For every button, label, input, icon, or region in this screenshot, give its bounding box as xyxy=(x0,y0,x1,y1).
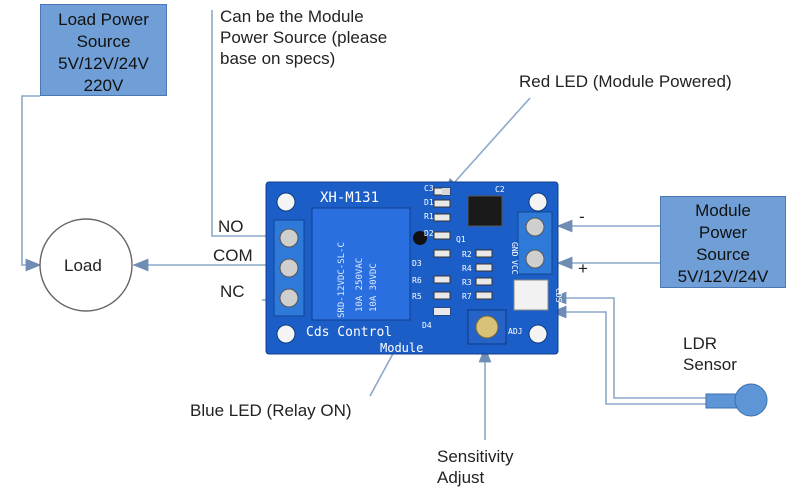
load-circle xyxy=(39,218,133,312)
module-power-note-line1: Can be the Module xyxy=(220,7,364,26)
svg-text:R6: R6 xyxy=(412,276,422,285)
module-power-note-line2: Power Source (please xyxy=(220,28,388,47)
board-caption: Cds Control xyxy=(306,325,392,340)
load-label: Load xyxy=(64,256,102,275)
relay-text-1: SRD-12VDC-SL-C xyxy=(337,242,347,318)
svg-text:R1: R1 xyxy=(424,212,434,221)
module-power-note-line3: base on specs) xyxy=(220,49,336,68)
wire-ldr-b xyxy=(550,305,706,405)
board-model: XH-M131 xyxy=(320,190,379,206)
svg-text:Q1: Q1 xyxy=(456,235,466,244)
load-power-source-line1: Load Power xyxy=(58,10,149,29)
ldr-sensor-line1: LDR xyxy=(683,334,718,353)
svg-text:C2: C2 xyxy=(495,185,505,194)
module-power-source-line2: Power xyxy=(698,223,748,242)
sensitivity-adjust-label: Sensitivity Adjust xyxy=(437,446,514,488)
pointer-red-led xyxy=(443,97,531,195)
relay xyxy=(311,207,411,321)
svg-text:ADJ: ADJ xyxy=(508,327,522,336)
relay-module-board: SRD-12VDC-SL-C 10A 250VAC 10A 30VDC XH-M… xyxy=(265,181,562,355)
svg-text:R2: R2 xyxy=(462,250,472,259)
sensitivity-adjust-line2: Adjust xyxy=(437,468,485,487)
load-power-source-line4: 220V xyxy=(83,76,124,95)
relay-text-3: 10A 30VDC xyxy=(369,263,379,312)
load-power-source-box: Load Power Source 5V/12V/24V 220V xyxy=(40,4,167,96)
svg-text:D1: D1 xyxy=(424,198,434,207)
module-power-source-line1: Module xyxy=(695,201,751,220)
module-power-source-box: Module Power Source 5V/12V/24V xyxy=(660,196,786,288)
svg-text:CDS: CDS xyxy=(554,288,562,303)
sensitivity-adjust-line1: Sensitivity xyxy=(437,447,514,466)
pin-nc-label: NC xyxy=(220,282,245,301)
blue-led-label: Blue LED (Relay ON) xyxy=(190,401,352,420)
load-power-source-line2: Source xyxy=(76,32,131,51)
ldr-head xyxy=(734,383,768,417)
ic-chip xyxy=(467,195,503,227)
module-power-source-line4: 5V/12V/24V xyxy=(677,267,769,286)
svg-text:GND: GND xyxy=(510,242,519,257)
wire-load-power-to-load xyxy=(21,95,42,272)
svg-text:R3: R3 xyxy=(462,278,472,287)
board-caption-2: Module xyxy=(380,341,423,355)
load-power-source-line3: 5V/12V/24V xyxy=(58,54,149,73)
ldr-sensor-line2: Sensor xyxy=(683,355,737,374)
red-led-label: Red LED (Module Powered) xyxy=(519,72,732,91)
pin-com-label: COM xyxy=(213,246,253,265)
wire-to-no xyxy=(211,10,278,237)
svg-text:R7: R7 xyxy=(462,292,472,301)
pin-no-label: NO xyxy=(218,217,244,236)
ldr-sensor-label: LDR Sensor xyxy=(683,333,737,375)
red-led-component xyxy=(442,188,450,195)
svg-text:D4: D4 xyxy=(422,321,432,330)
svg-text:VCC: VCC xyxy=(510,260,519,275)
plus-sign: + xyxy=(578,259,588,278)
svg-text:D3: D3 xyxy=(412,259,422,268)
svg-text:R5: R5 xyxy=(412,292,422,301)
cds-connector xyxy=(513,279,549,311)
module-power-note: Can be the Module Power Source (please b… xyxy=(220,6,387,69)
svg-text:C3: C3 xyxy=(424,184,434,193)
relay-text-2: 10A 250VAC xyxy=(355,258,365,312)
minus-sign: - xyxy=(579,207,585,226)
module-power-source-line3: Source xyxy=(696,245,750,264)
svg-text:R4: R4 xyxy=(462,264,472,273)
wire-ldr-a xyxy=(550,291,706,399)
blue-led-component xyxy=(434,308,450,315)
svg-text:D2: D2 xyxy=(424,229,434,238)
